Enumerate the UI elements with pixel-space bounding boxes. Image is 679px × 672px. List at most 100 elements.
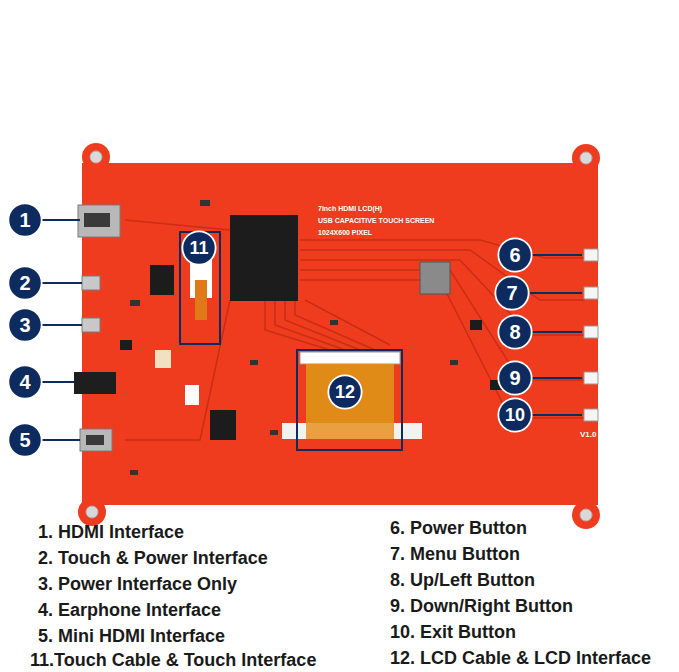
callout-circle: 11 [181, 230, 217, 266]
callout-circle: 3 [7, 307, 43, 343]
fpc-connector [300, 352, 400, 364]
mount-hole [86, 506, 98, 518]
smd-part [200, 200, 210, 206]
legend-item: 6. Power Button [390, 518, 527, 539]
smd-part [250, 360, 258, 365]
board-silkscreen: 1024X600 PIXEL [318, 229, 372, 236]
callout-number: 5 [7, 422, 43, 458]
connectors [74, 205, 120, 451]
callout-number: 8 [497, 314, 533, 350]
hdmi-port [78, 205, 120, 237]
callout-circle: 12 [327, 374, 363, 410]
legend-item: 4. Earphone Interface [38, 600, 221, 621]
push-button [584, 372, 598, 384]
pcb-body [82, 163, 598, 505]
legend-item: 3. Power Interface Only [38, 574, 237, 595]
push-button [584, 287, 598, 299]
leader-line [532, 414, 582, 416]
leader-line [42, 219, 80, 221]
trace [285, 300, 360, 350]
legend-item: 8. Up/Left Button [390, 570, 535, 591]
leader-line [42, 439, 80, 441]
smd-part [130, 300, 140, 306]
push-button [584, 409, 598, 421]
callout-circle: 8 [497, 314, 533, 350]
trace [300, 240, 585, 258]
board-silkscreen: 7inch HDMI LCD(H) [318, 205, 382, 212]
main-chip [230, 215, 298, 301]
leader-line [532, 254, 582, 256]
callout-circle: 6 [497, 237, 533, 273]
board-version: V1.0 [580, 430, 596, 439]
callout-circle: 7 [494, 275, 530, 311]
mount-hole [580, 509, 592, 521]
callout-number: 10 [497, 397, 533, 433]
callout-circle: 9 [497, 360, 533, 396]
smd-part [270, 430, 278, 435]
leader-line [532, 377, 582, 379]
legend-item: 2. Touch & Power Interface [38, 548, 268, 569]
callout-number: 3 [7, 307, 43, 343]
legend-item: 7. Menu Button [390, 544, 520, 565]
callout-number: 2 [7, 265, 43, 301]
callout-number: 11 [181, 230, 217, 266]
leader-lines [42, 220, 582, 450]
mount-hole [90, 151, 102, 163]
callout-circle: 2 [7, 265, 43, 301]
touch-cable [195, 280, 207, 320]
callout-number: 9 [497, 360, 533, 396]
mini-hdmi-port [80, 429, 112, 451]
trace [295, 300, 375, 350]
push-button [584, 326, 598, 338]
audio-jack [74, 372, 116, 394]
legend-item: 1. HDMI Interface [38, 522, 184, 543]
smd-part [130, 470, 138, 475]
leader-line [42, 381, 74, 383]
ic-chip [210, 410, 236, 440]
callout-circle: 4 [7, 364, 43, 400]
trace [305, 300, 390, 345]
callout-number: 1 [7, 202, 43, 238]
small-connector [185, 385, 199, 405]
smd-part [450, 360, 458, 365]
transistor [120, 340, 132, 350]
legend-item: 10. Exit Button [390, 622, 516, 643]
callout-number: 6 [497, 237, 533, 273]
voltage-regulator [420, 262, 450, 294]
micro-usb-port [82, 276, 100, 290]
leader-line [42, 324, 82, 326]
pad [155, 350, 171, 368]
leader-line [530, 292, 582, 294]
leader-line [42, 282, 82, 284]
lcd-cable [306, 423, 394, 439]
push-button [584, 249, 598, 261]
pcb-traces [125, 220, 585, 440]
legend-item: 9. Down/Right Button [390, 596, 573, 617]
components [120, 200, 502, 475]
legend-item: 11.Touch Cable & Touch Interface [30, 650, 316, 671]
smd-part [330, 320, 338, 325]
hdmi-opening [84, 213, 110, 227]
mount-tab [572, 501, 600, 529]
legend-item: 5. Mini HDMI Interface [38, 626, 225, 647]
mini-hdmi-opening [86, 435, 104, 445]
trace [300, 260, 585, 335]
callout-circle: 5 [7, 422, 43, 458]
transistor [470, 320, 482, 330]
ic-chip [150, 265, 174, 295]
trace [125, 220, 230, 230]
callout-number: 7 [494, 275, 530, 311]
board-silkscreen: USB CAPACITIVE TOUCH SCREEN [318, 217, 434, 224]
callout-number: 12 [327, 374, 363, 410]
buttons [584, 249, 598, 421]
legend-item: 12. LCD Cable & LCD Interface [390, 648, 651, 669]
callout-circle: 10 [497, 397, 533, 433]
leader-line [532, 331, 582, 333]
micro-usb-port [82, 318, 100, 332]
mount-hole [580, 152, 592, 164]
highlight-box [297, 350, 402, 450]
callout-circle: 1 [7, 202, 43, 238]
callout-number: 4 [7, 364, 43, 400]
